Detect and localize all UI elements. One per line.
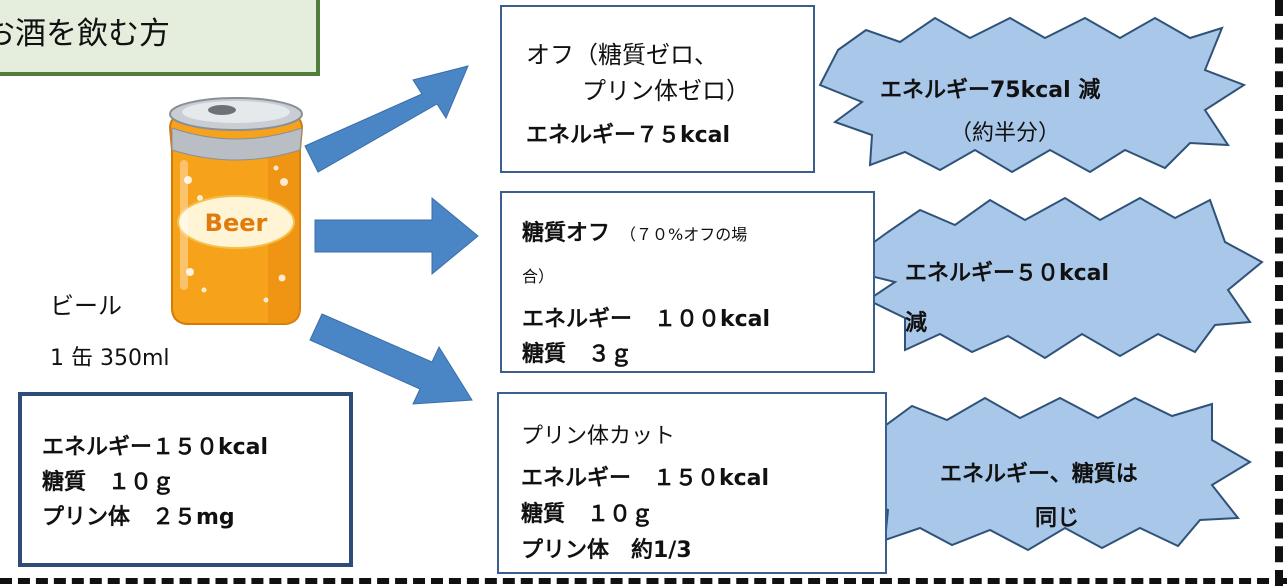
callout-off-line2: （約半分） xyxy=(950,121,1061,146)
beer-amount: 1 缶 350ml xyxy=(50,346,170,371)
callout-toushitsu-line1: エネルギー５０kcal xyxy=(905,261,1110,286)
arrow-to-purin xyxy=(309,313,473,405)
off-line1: オフ（糖質ゼロ、 xyxy=(526,41,718,69)
toushitsu-heading: 糖質オフ xyxy=(522,221,611,246)
beer-can-icon: Beer xyxy=(168,97,304,325)
off-energy: エネルギー７５kcal xyxy=(526,123,731,148)
purin-box: プリン体カット エネルギー １５０kcal 糖質 １０ｇ プリン体 約1/3 xyxy=(497,392,887,574)
arrow-to-toushitsu xyxy=(314,196,479,276)
toushitsu-note-line2: 合） xyxy=(522,267,555,286)
beer-name: ビール xyxy=(50,292,122,320)
callout-purin-line1: エネルギー、糖質は xyxy=(940,462,1138,487)
off-box: オフ（糖質ゼロ、 プリン体ゼロ） エネルギー７５kcal xyxy=(500,5,815,173)
title-box: お酒を飲む方 xyxy=(0,0,320,76)
off-line2: プリン体ゼロ） xyxy=(582,77,750,105)
toushitsu-note-line1: （７０%オフの場 xyxy=(620,225,748,244)
toushitsu-energy: エネルギー １００kcal xyxy=(522,307,771,332)
toushitsu-box: 糖質オフ （７０%オフの場 合） エネルギー １００kcal 糖質 ３ｇ xyxy=(500,191,875,373)
arrow-to-off xyxy=(304,65,469,173)
purin-energy: エネルギー １５０kcal xyxy=(521,466,770,491)
purin-heading: プリン体カット xyxy=(521,424,676,449)
base-energy: エネルギー１５０kcal xyxy=(42,435,269,460)
callout-toushitsu-line2: 減 xyxy=(905,311,928,336)
callout-toushitsu xyxy=(835,196,1264,360)
callout-off xyxy=(818,16,1247,174)
base-sugar: 糖質 １０ｇ xyxy=(42,470,175,495)
toushitsu-sugar: 糖質 ３ｇ xyxy=(522,342,633,367)
right-dashed-border xyxy=(1275,0,1283,586)
base-info-box: エネルギー１５０kcal 糖質 １０ｇ プリン体 ２５mg xyxy=(18,392,353,567)
page-title: お酒を飲む方 xyxy=(0,16,170,52)
base-purine: プリン体 ２５mg xyxy=(42,505,235,530)
beer-label-text: Beer xyxy=(205,209,268,237)
purin-sugar: 糖質 １０ｇ xyxy=(521,502,654,527)
bottom-dashed-border xyxy=(0,578,1287,584)
callout-purin-line2: 同じ xyxy=(1035,506,1080,531)
purin-purine: プリン体 約1/3 xyxy=(521,538,692,563)
callout-off-line1: エネルギー75kcal 減 xyxy=(880,78,1101,103)
